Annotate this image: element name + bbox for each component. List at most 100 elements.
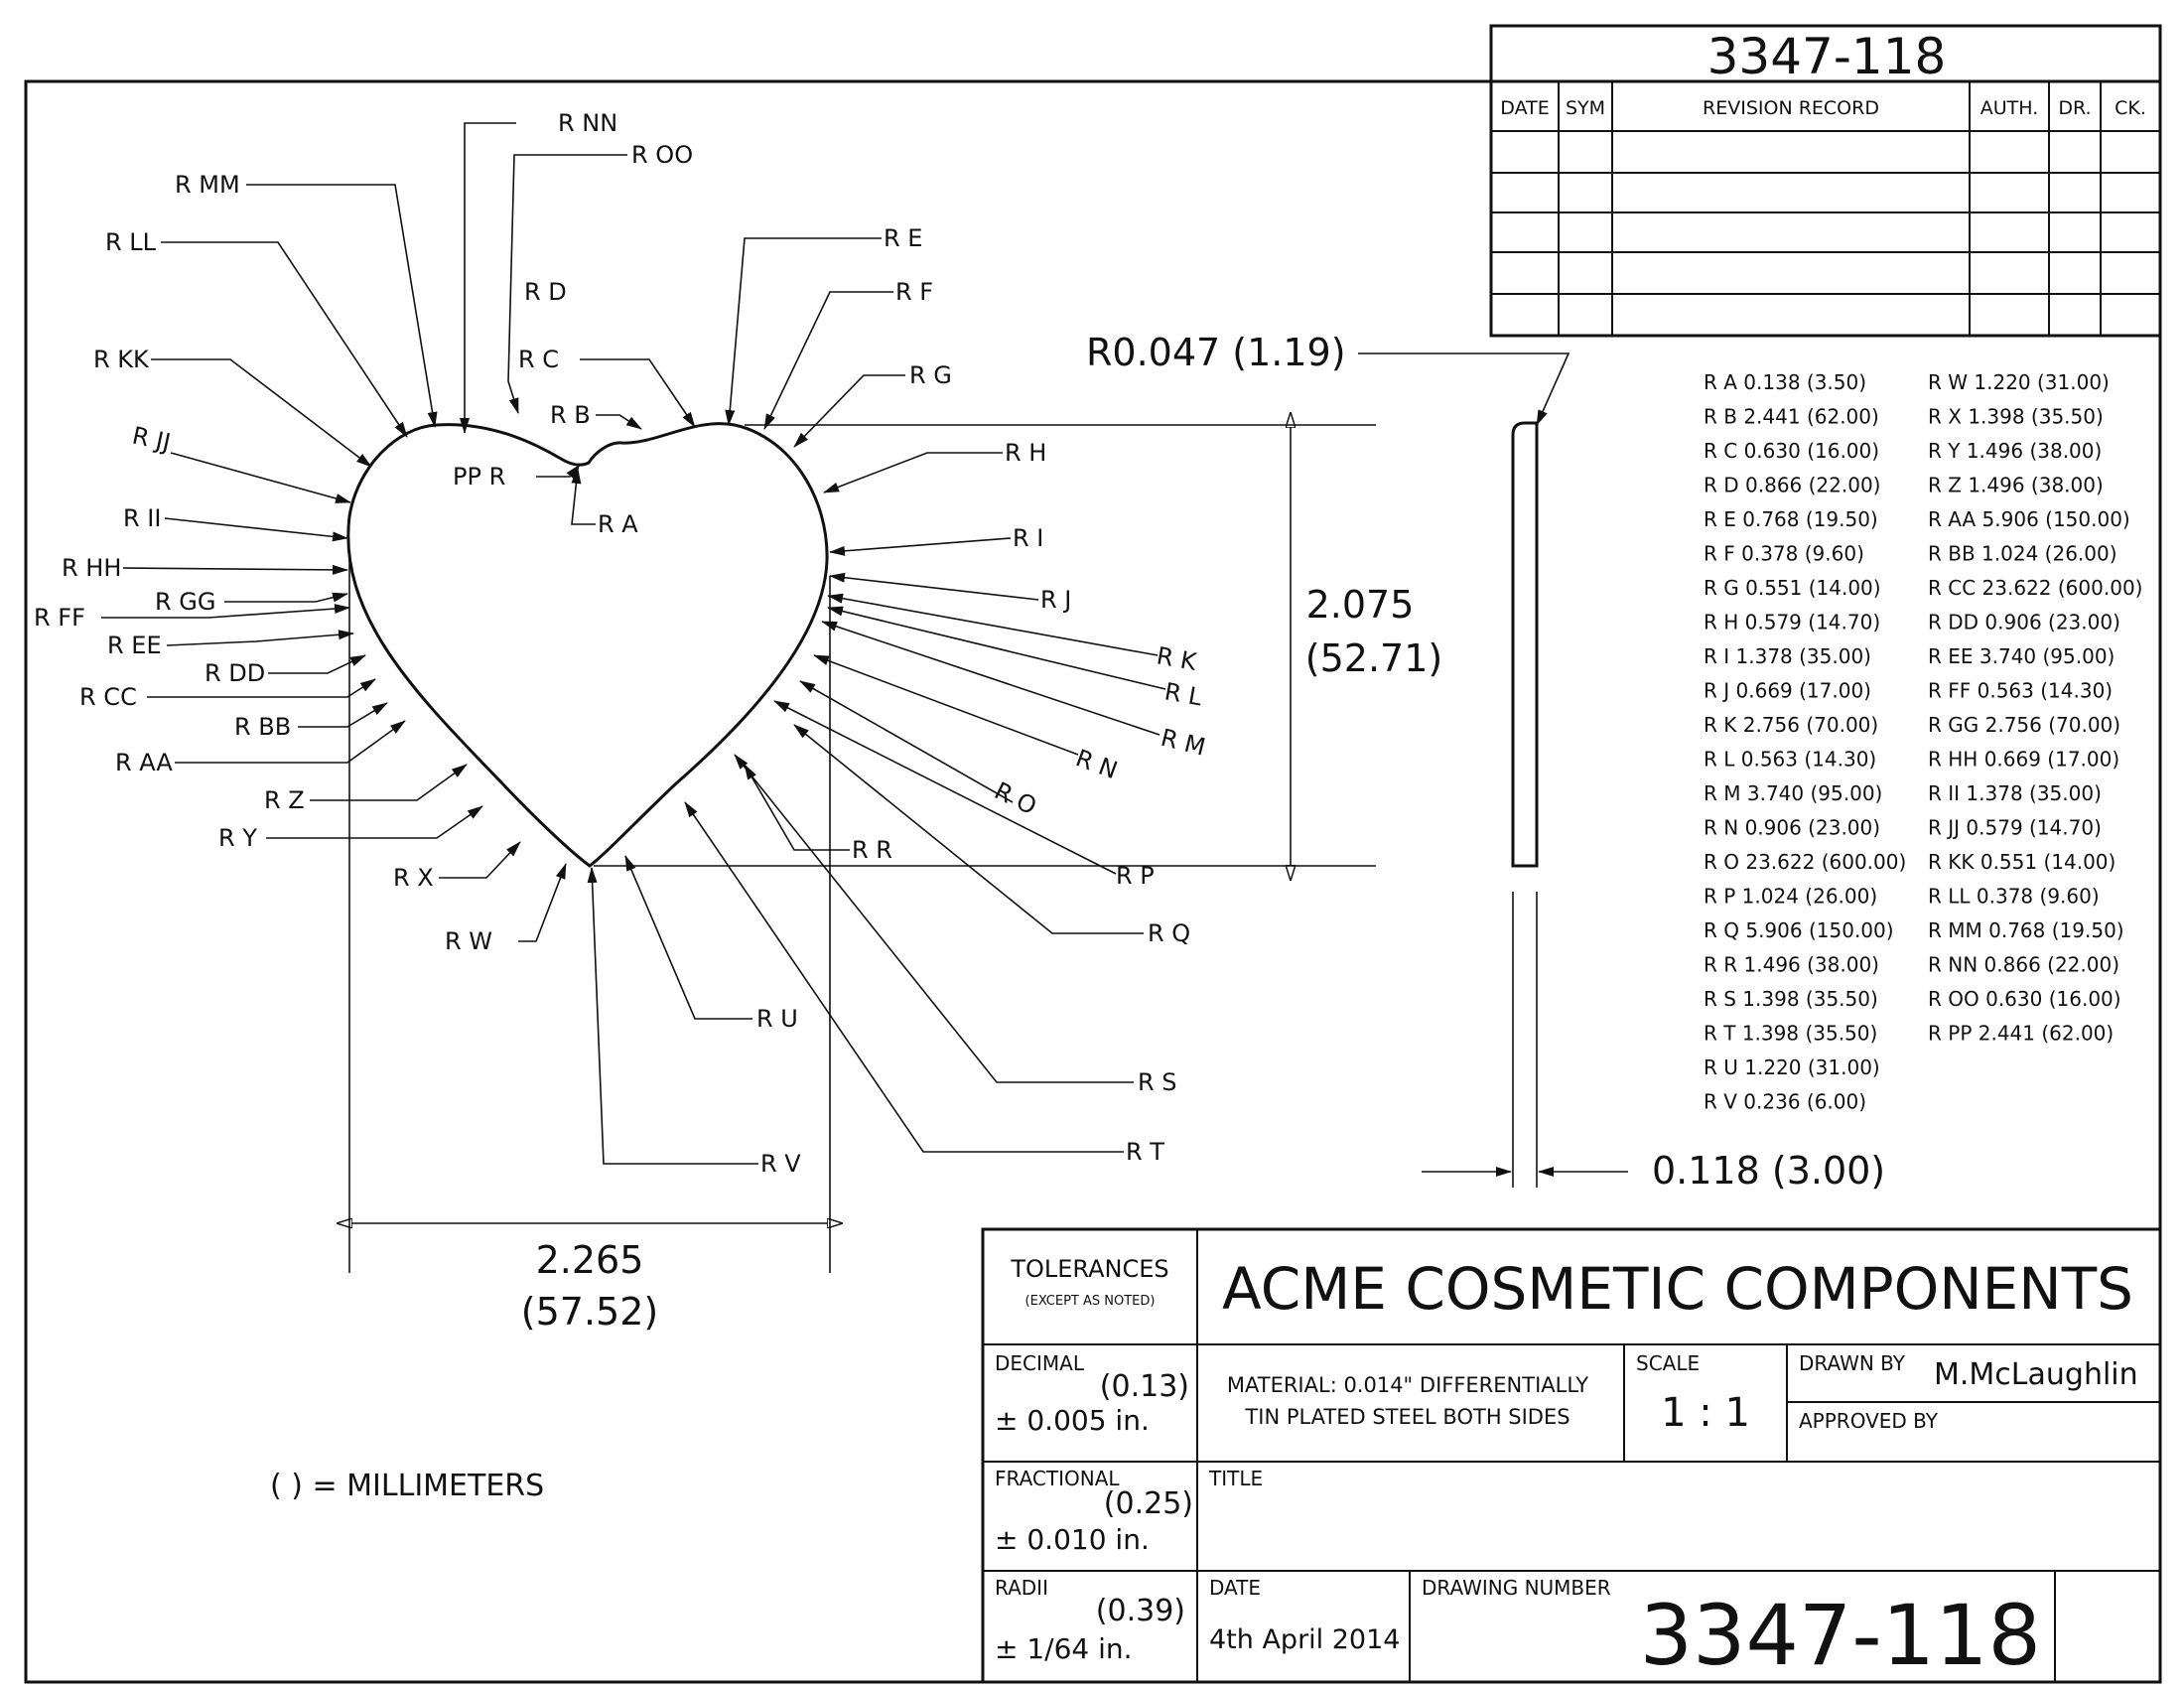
label-rz: R Z: [264, 786, 305, 814]
except-as-noted: (EXCEPT AS NOTED): [1025, 1294, 1156, 1309]
title-block: TOLERANCES (EXCEPT AS NOTED) ACME COSMET…: [981, 1227, 2162, 1684]
decimal-label: DECIMAL: [995, 1351, 1085, 1375]
decimal-in: ± 0.005 in.: [995, 1404, 1150, 1437]
label-rn: R N: [1072, 744, 1121, 784]
label-ru: R U: [756, 1005, 798, 1033]
material-line1: MATERIAL: 0.014" DIFFERENTIALLY: [1227, 1373, 1588, 1397]
label-ri: R I: [1013, 524, 1043, 552]
label-rq: R Q: [1148, 919, 1190, 947]
label-ra: R A: [598, 510, 638, 538]
label-rhh: R HH: [62, 554, 121, 582]
label-rbb: R BB: [234, 713, 291, 741]
radius-entry: R KK 0.551 (14.00): [1928, 850, 2116, 874]
radius-entry: R O 23.622 (600.00): [1704, 850, 1906, 874]
label-rj: R J: [1040, 586, 1071, 614]
edge-radius-dim: R0.047 (1.19): [1086, 331, 1346, 374]
radius-entry: R U 1.220 (31.00): [1704, 1055, 1880, 1079]
drawing-number: 3347-118: [1640, 1587, 2041, 1684]
radius-entry: R K 2.756 (70.00): [1704, 713, 1878, 737]
radius-entry: R MM 0.768 (19.50): [1928, 918, 2124, 942]
leaders-right: [587, 237, 1166, 1165]
radius-entry: R H 0.579 (14.70): [1704, 611, 1880, 634]
radius-entry: R D 0.866 (22.00): [1704, 474, 1881, 497]
label-ppr: PP R: [453, 463, 505, 491]
radius-entry: R T 1.398 (35.50): [1704, 1022, 1877, 1046]
radius-entry: R Y 1.496 (38.00): [1928, 439, 2102, 463]
label-ry: R Y: [218, 824, 257, 852]
radius-entry: R LL 0.378 (9.60): [1928, 885, 2100, 909]
radius-entry: R J 0.669 (17.00): [1704, 679, 1871, 703]
radius-entry: R R 1.496 (38.00): [1704, 953, 1879, 977]
radius-entry: R AA 5.906 (150.00): [1928, 507, 2130, 531]
radius-entry: R II 1.378 (35.00): [1928, 781, 2102, 805]
label-rff: R FF: [34, 604, 85, 632]
label-rgg: R GG: [155, 588, 216, 616]
drawing-number-label: DRAWING NUMBER: [1422, 1576, 1611, 1600]
scale-label: SCALE: [1636, 1351, 1700, 1375]
label-rw: R W: [445, 927, 492, 955]
leaders-left: [101, 122, 696, 942]
label-rkk: R KK: [93, 346, 150, 373]
radius-entry: R X 1.398 (35.50): [1928, 405, 2104, 429]
label-ree: R EE: [107, 632, 162, 659]
radius-entry: R B 2.441 (62.00): [1704, 405, 1879, 429]
radius-entry: R OO 0.630 (16.00): [1928, 987, 2121, 1011]
drawing-border: [24, 79, 2162, 1684]
scale-value: 1 : 1: [1661, 1390, 1750, 1436]
decimal-mm: (0.13): [1100, 1369, 1189, 1404]
label-rii: R II: [123, 504, 161, 532]
radius-entry: R G 0.551 (14.00): [1704, 576, 1881, 600]
radius-entry: R Z 1.496 (38.00): [1928, 474, 2104, 497]
rev-header-auth: AUTH.: [1980, 97, 2039, 119]
radius-entry: R N 0.906 (23.00): [1704, 816, 1880, 840]
radius-entry: R W 1.220 (31.00): [1928, 370, 2110, 394]
label-rm: R M: [1159, 724, 1208, 762]
label-rb: R B: [550, 401, 591, 429]
label-rcc: R CC: [79, 683, 137, 711]
heart-outline: [346, 422, 829, 868]
radii-label: RADII: [995, 1576, 1048, 1600]
radii-table: R A 0.138 (3.50)R B 2.441 (62.00)R C 0.6…: [1704, 370, 2142, 1114]
label-re: R E: [884, 224, 922, 252]
height-mm: (52.71): [1305, 636, 1442, 680]
drawing-number-top: 3347-118: [1707, 28, 1947, 85]
height-inches: 2.075: [1306, 583, 1415, 627]
thickness-dim: 0.118 (3.00): [1652, 1149, 1885, 1193]
label-rs: R S: [1138, 1068, 1177, 1096]
width-dimension: 2.265 (57.52): [349, 556, 830, 1334]
label-rll: R LL: [105, 228, 157, 256]
rev-header-date: DATE: [1500, 97, 1549, 119]
material-line2: TIN PLATED STEEL BOTH SIDES: [1244, 1405, 1570, 1429]
label-rh: R H: [1005, 439, 1046, 467]
label-rjj: R JJ: [130, 421, 173, 456]
label-rc: R C: [518, 346, 559, 373]
date-label: DATE: [1209, 1576, 1261, 1600]
radius-entry: R BB 1.024 (26.00): [1928, 542, 2117, 566]
radius-entry: R P 1.024 (26.00): [1704, 885, 1877, 909]
radius-entry: R I 1.378 (35.00): [1704, 644, 1871, 668]
height-dimension: 2.075 (52.71): [594, 425, 1442, 866]
fractional-in: ± 0.010 in.: [995, 1523, 1150, 1556]
label-rg: R G: [909, 361, 952, 389]
label-rr: R R: [852, 836, 892, 864]
radius-entry: R CC 23.622 (600.00): [1928, 576, 2142, 600]
radius-entry: R EE 3.740 (95.00): [1928, 644, 2115, 668]
tolerances-label: TOLERANCES: [1010, 1255, 1168, 1283]
label-rv: R V: [760, 1150, 801, 1178]
radius-entry: R V 0.236 (6.00): [1704, 1090, 1866, 1114]
drawn-by-value: M.McLaughlin: [1934, 1357, 2138, 1392]
label-rd: R D: [524, 278, 567, 306]
radius-entry: R JJ 0.579 (14.70): [1928, 816, 2102, 840]
label-rk: R K: [1155, 641, 1200, 676]
rev-header-dr: DR.: [2058, 97, 2091, 119]
side-view: R0.047 (1.19) 0.118 (3.00): [1086, 331, 1885, 1193]
rev-header-ck: CK.: [2115, 97, 2146, 119]
rev-header-sym: SYM: [1566, 97, 1605, 119]
title-label: TITLE: [1208, 1467, 1263, 1490]
fractional-label: FRACTIONAL: [995, 1467, 1120, 1490]
label-rl: R L: [1162, 677, 1205, 711]
radius-entry: R S 1.398 (35.50): [1704, 987, 1878, 1011]
company-name: ACME COSMETIC COMPONENTS: [1222, 1255, 2133, 1323]
radius-entry: R PP 2.441 (62.00): [1928, 1022, 2114, 1046]
